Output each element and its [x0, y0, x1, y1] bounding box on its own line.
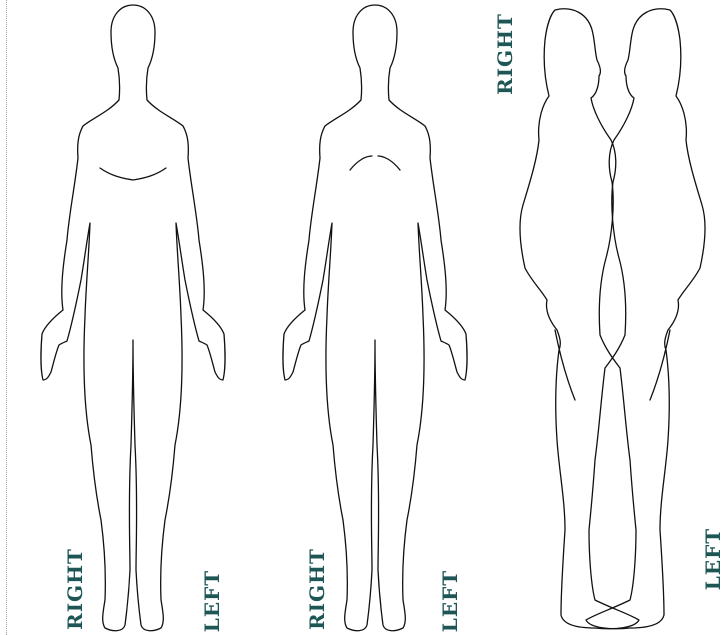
- left-side-view-figure: [586, 9, 705, 629]
- right-side-view-figure: [520, 9, 639, 629]
- side-view-left-label: LEFT: [703, 528, 722, 590]
- front-view-figure: [283, 5, 467, 631]
- side-view-right-label: RIGHT: [495, 13, 515, 95]
- front-view-left-label: LEFT: [440, 570, 460, 632]
- back-view-left-label: LEFT: [202, 570, 222, 632]
- back-view-figure: [41, 5, 225, 631]
- back-view-right-label: RIGHT: [65, 548, 85, 630]
- front-view-right-label: RIGHT: [307, 548, 327, 630]
